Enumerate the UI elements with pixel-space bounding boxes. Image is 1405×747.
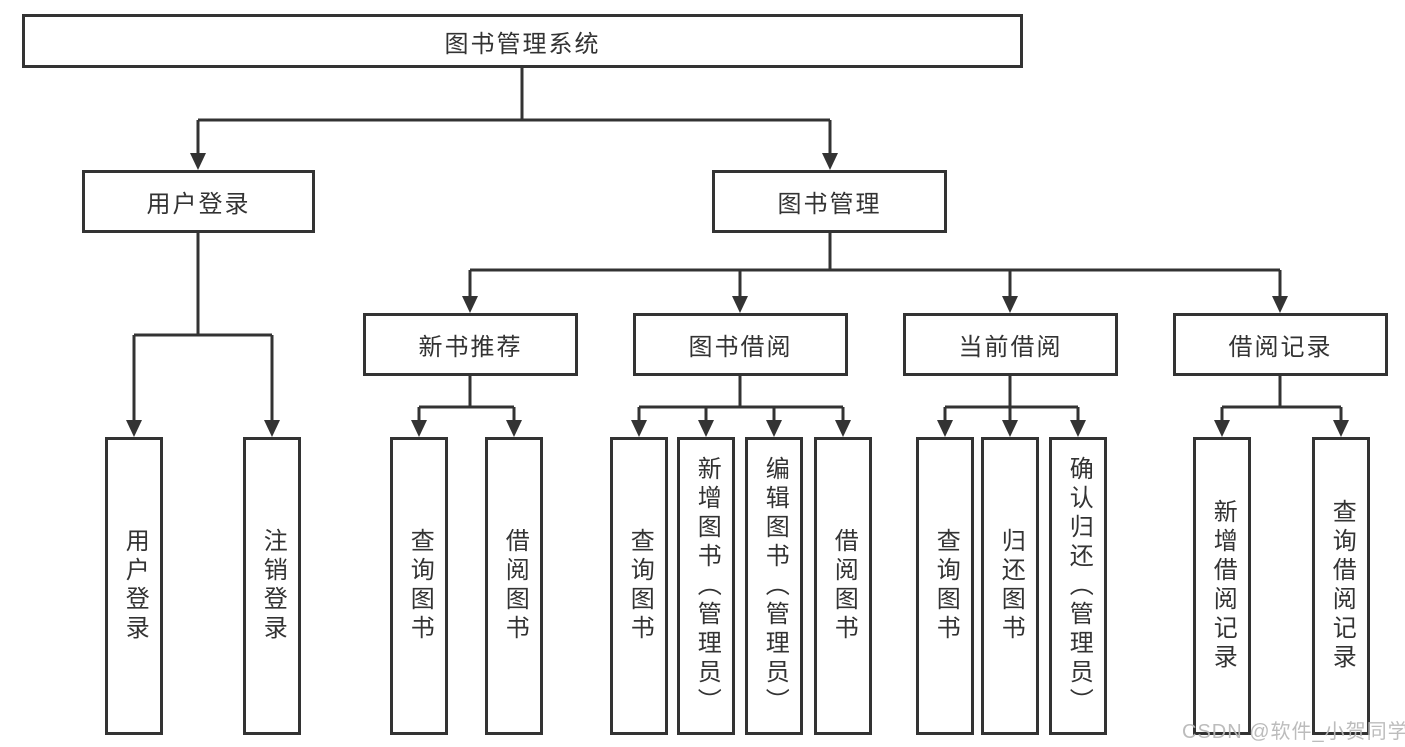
leaf-borrow-book-under-borrowing: 借阅图书: [814, 437, 872, 735]
node-root-label: 图书管理系统: [444, 30, 601, 58]
leaf-query-book-c-label: 查询图书: [932, 528, 960, 644]
leaf-query-book-under-current: 查询图书: [916, 437, 974, 735]
leaf-confirm-return-label: 确认归还（管理员）: [1065, 455, 1093, 717]
leaf-logout: 注销登录: [243, 437, 301, 735]
node-book-management: 图书管理: [712, 170, 947, 233]
leaf-query-book-under-borrowing: 查询图书: [610, 437, 668, 735]
leaf-user-login-label: 用户登录: [121, 528, 149, 644]
node-user-login-label: 用户登录: [146, 191, 251, 218]
node-user-login: 用户登录: [82, 170, 315, 233]
arrowheads: [126, 153, 1349, 437]
leaf-logout-label: 注销登录: [259, 528, 287, 644]
leaf-borrow-book-a-label: 借阅图书: [501, 528, 529, 644]
node-book-borrowing-label: 图书借阅: [688, 334, 793, 361]
node-book-borrowing: 图书借阅: [633, 313, 848, 376]
node-new-book-recommend: 新书推荐: [363, 313, 578, 376]
leaf-borrow-book-under-new-book: 借阅图书: [485, 437, 543, 735]
leaf-return-book-label: 归还图书: [997, 528, 1025, 644]
node-borrowing-records: 借阅记录: [1173, 313, 1388, 376]
node-new-book-recommend-label: 新书推荐: [418, 334, 523, 361]
leaf-query-book-a-label: 查询图书: [406, 528, 434, 644]
csdn-watermark: CSDN @软件_小贺同学: [1182, 721, 1405, 743]
leaf-query-book-b-label: 查询图书: [626, 528, 654, 644]
leaf-borrow-book-b-label: 借阅图书: [830, 528, 858, 644]
leaf-edit-book-label: 编辑图书（管理员）: [761, 455, 789, 717]
leaf-query-borrow-record-label: 查询借阅记录: [1328, 499, 1356, 673]
leaf-return-book: 归还图书: [981, 437, 1039, 735]
leaf-edit-book-admin: 编辑图书（管理员）: [745, 437, 803, 735]
node-book-management-label: 图书管理: [777, 191, 882, 218]
leaf-confirm-return-admin: 确认归还（管理员）: [1049, 437, 1107, 735]
leaf-query-borrow-record: 查询借阅记录: [1312, 437, 1370, 735]
node-current-borrowing-label: 当前借阅: [958, 334, 1063, 361]
leaf-query-book-under-new-book: 查询图书: [390, 437, 448, 735]
node-current-borrowing: 当前借阅: [903, 313, 1118, 376]
leaf-add-book-admin: 新增图书（管理员）: [677, 437, 735, 735]
leaf-add-book-label: 新增图书（管理员）: [693, 455, 721, 717]
node-root-library-system: 图书管理系统: [22, 14, 1023, 68]
leaf-user-login: 用户登录: [105, 437, 163, 735]
leaf-add-borrow-record: 新增借阅记录: [1193, 437, 1251, 735]
leaf-add-borrow-record-label: 新增借阅记录: [1209, 499, 1237, 673]
node-borrowing-records-label: 借阅记录: [1228, 334, 1333, 361]
